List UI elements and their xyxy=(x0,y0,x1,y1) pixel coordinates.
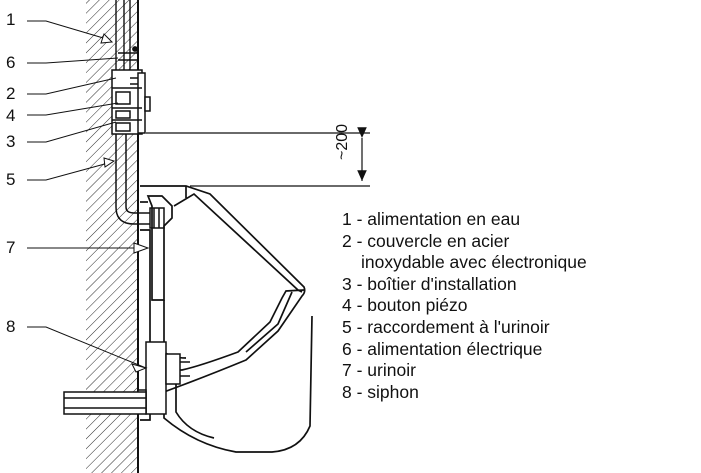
legend-text: couvercle en acier xyxy=(367,230,510,251)
legend-sep: - xyxy=(351,360,368,381)
legend-sep: - xyxy=(351,381,368,402)
leader-lines xyxy=(27,20,150,373)
legend-item: 3 - boîtier d'installation xyxy=(342,274,587,296)
legend-sep: - xyxy=(351,316,368,337)
legend-text: boîtier d'installation xyxy=(367,273,517,294)
legend-num: 5 xyxy=(342,316,352,337)
legend-item: 4 - bouton piézo xyxy=(342,295,587,317)
legend-sep: - xyxy=(351,338,368,359)
dimension-label: ~200 xyxy=(334,123,351,160)
legend-text: inoxydable avec électronique xyxy=(361,252,587,273)
legend-num: 7 xyxy=(342,360,352,381)
siphon xyxy=(63,341,190,415)
legend-text: alimentation électrique xyxy=(367,338,543,359)
dimension-line xyxy=(146,127,370,187)
legend-text: raccordement à l'urinoir xyxy=(367,316,550,337)
legend-num: 2 xyxy=(342,230,352,251)
legend-sep: - xyxy=(351,230,368,251)
callout-1: 1 xyxy=(6,10,16,29)
legend: 1 - alimentation en eau 2 - couvercle en… xyxy=(342,209,587,403)
legend-sep: - xyxy=(351,295,368,316)
callout-3: 3 xyxy=(6,132,16,151)
legend-num: 6 xyxy=(342,338,352,359)
legend-text: siphon xyxy=(367,381,419,402)
legend-item: 6 - alimentation électrique xyxy=(342,339,587,361)
callout-8: 8 xyxy=(6,317,16,336)
legend-item-continuation: inoxydable avec électronique xyxy=(342,252,587,274)
callout-6: 6 xyxy=(6,53,16,72)
legend-sep: - xyxy=(351,273,368,294)
supply-pipes xyxy=(115,0,138,70)
installation-box xyxy=(111,69,151,135)
callout-5: 5 xyxy=(6,170,16,189)
urinal xyxy=(140,185,313,453)
legend-item: 5 - raccordement à l'urinoir xyxy=(342,317,587,339)
legend-num: 3 xyxy=(342,273,352,294)
legend-sep: - xyxy=(351,209,368,229)
legend-text: bouton piézo xyxy=(367,295,468,316)
legend-item: 2 - couvercle en acier xyxy=(342,231,587,253)
legend-item: 8 - siphon xyxy=(342,382,587,404)
urinal-connection-pipe xyxy=(115,134,165,229)
legend-item: 7 - urinoir xyxy=(342,360,587,382)
callout-7: 7 xyxy=(6,238,16,257)
legend-num: 1 xyxy=(342,209,352,229)
callout-2: 2 xyxy=(6,84,16,103)
callout-4: 4 xyxy=(6,106,16,125)
legend-text: urinoir xyxy=(367,360,416,381)
legend-text: alimentation en eau xyxy=(367,209,521,229)
legend-num: 8 xyxy=(342,381,352,402)
legend-num: 4 xyxy=(342,295,352,316)
legend-item: 1 - alimentation en eau xyxy=(342,209,587,231)
